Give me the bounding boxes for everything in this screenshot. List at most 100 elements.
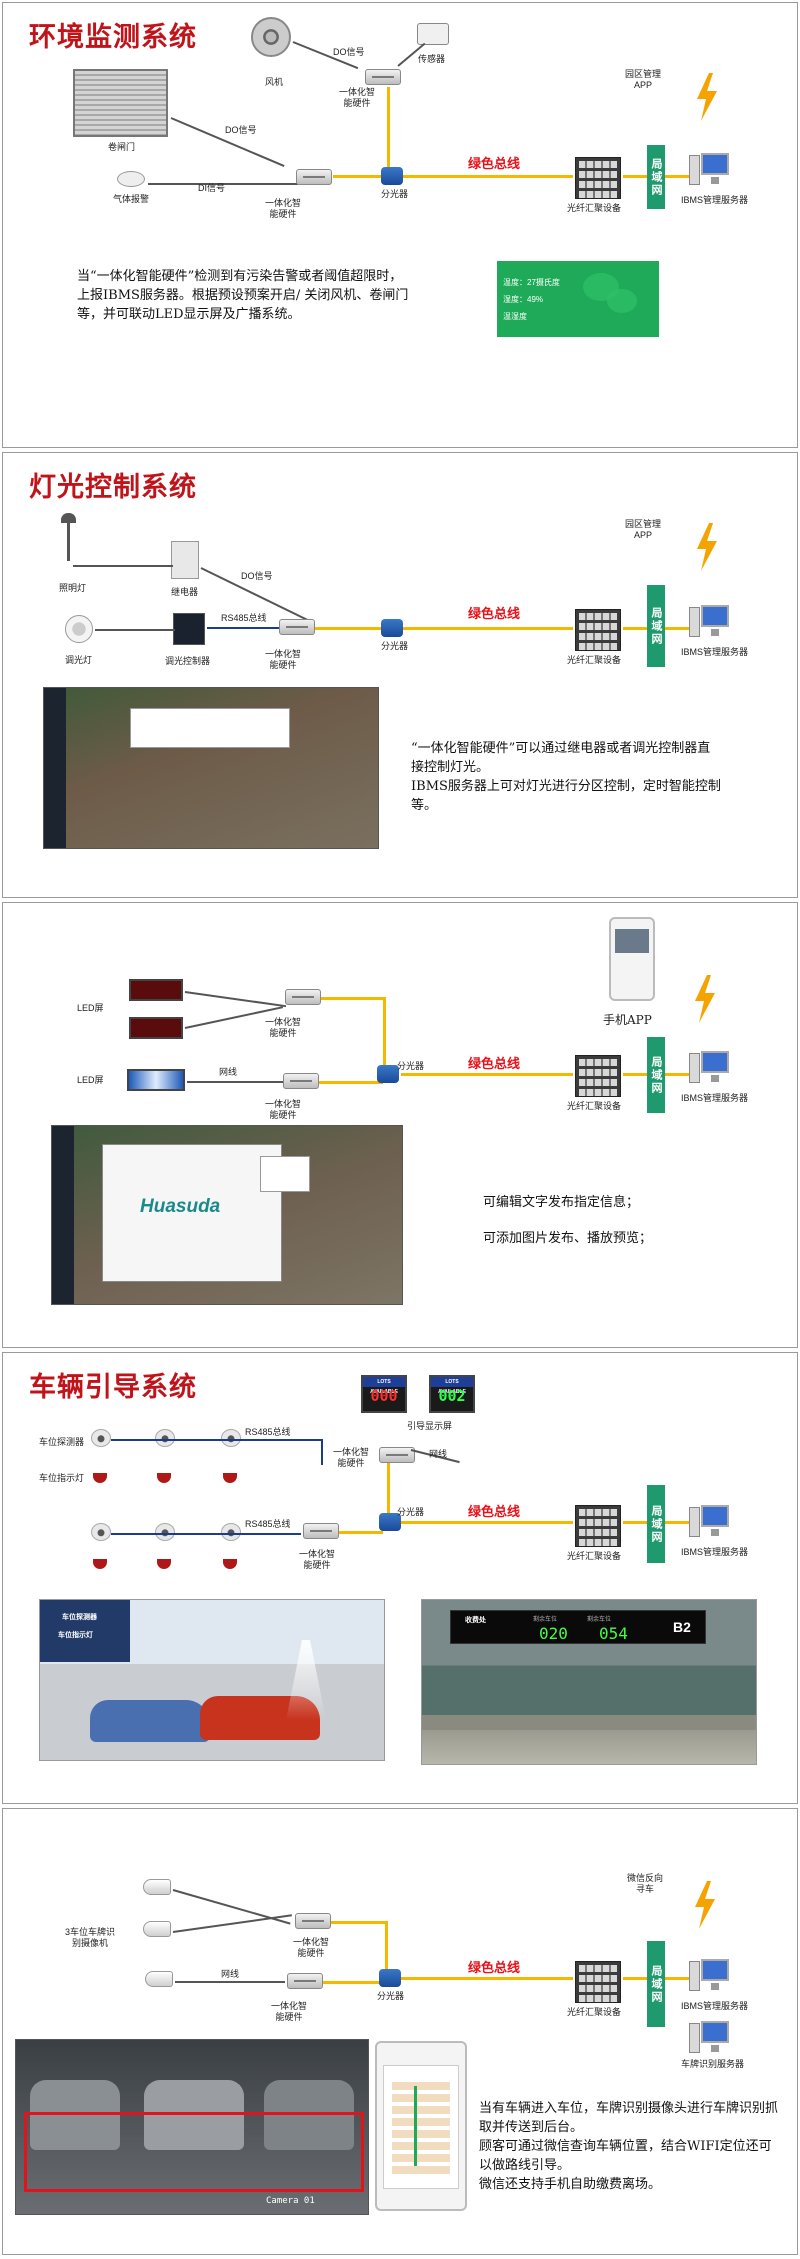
fan-icon: [251, 17, 291, 57]
dimmer-ctrl-label: 调光控制器: [165, 656, 211, 666]
lpr-camera-icon: [145, 1971, 173, 1987]
splitter-icon: [379, 1969, 401, 1987]
hub-device: [365, 69, 401, 85]
firewall-icon: 局域网: [647, 1485, 665, 1563]
board-label: 收费处: [465, 1617, 486, 1624]
camera-photo: Camera 01: [15, 2039, 369, 2215]
led-label-2: LED屏: [77, 1075, 104, 1085]
do-label-1: DO信号: [333, 47, 365, 57]
lightning-icon: [695, 975, 715, 1023]
guide-screen-label: 引导显示屏: [407, 1421, 453, 1431]
description: “一体化智能硬件”可以通过继电器或者调光控制器直接控制灯光。 IBMS服务器上可…: [411, 741, 721, 813]
wire-gas: [148, 183, 298, 185]
bus-riser: [385, 1921, 388, 1973]
section-title: 灯光控制系统: [29, 472, 197, 503]
board-value: 054: [599, 1624, 628, 1643]
bus-line: [403, 175, 573, 178]
indicator-label: 车位指示灯: [39, 1473, 85, 1483]
bus-riser: [387, 87, 390, 171]
message-line: 温湿度: [503, 312, 527, 321]
lpr-server-label: 车牌识别服务器: [681, 2059, 745, 2069]
bus-line: [665, 1977, 689, 1980]
indicator-icon: [223, 1473, 237, 1483]
wire: [184, 991, 287, 1008]
aggregator-label: 光纤汇聚设备: [567, 203, 622, 213]
software-screenshot: [43, 687, 379, 849]
board-label: 剩余车位: [587, 1617, 612, 1623]
bus-riser: [383, 997, 386, 1067]
phone-icon: [375, 2041, 467, 2211]
wire: [95, 629, 175, 631]
splitter-icon: [381, 619, 403, 637]
hub-label: 一体化智 能硬件: [333, 1447, 370, 1468]
indicator-icon: [223, 1559, 237, 1569]
message-line: 湿度：49%: [503, 295, 544, 304]
netline-label: 网线: [221, 1969, 240, 1979]
description-1: 可编辑文字发布指定信息；: [483, 1195, 640, 1210]
splitter-icon: [377, 1065, 399, 1083]
wire: [175, 1981, 285, 1983]
detection-box: [24, 2112, 364, 2192]
board-level: B2: [673, 1619, 691, 1635]
scene-label: 车位指示灯: [58, 1632, 93, 1639]
bus-label: 绿色总线: [468, 156, 521, 171]
aggregator-icon: [575, 1505, 621, 1547]
section-title: 车辆引导系统: [29, 1372, 197, 1403]
sign-header: LOTS AVAILABLE: [431, 1377, 473, 1395]
relay-icon: [171, 541, 199, 579]
bus-line: [401, 1977, 573, 1980]
app-label: 园区管理 APP: [625, 519, 662, 540]
bus-line: [623, 1977, 647, 1980]
firewall-icon: 局域网: [647, 585, 665, 667]
firewall-icon: 局域网: [647, 1037, 665, 1113]
section-title: 环境监测系统: [29, 22, 197, 53]
scene-label: 车位探测器: [62, 1614, 97, 1621]
bus-line: [623, 175, 647, 178]
hub-label: 一体化智 能硬件: [265, 1099, 302, 1120]
indicator-icon: [157, 1473, 171, 1483]
splitter-icon: [381, 167, 403, 185]
bus-line: [401, 1073, 573, 1076]
phone-app-label: 手机APP: [603, 1013, 652, 1027]
wire: [172, 1914, 292, 1933]
aggregator-icon: [575, 609, 621, 651]
bus-line: [319, 1081, 383, 1084]
bus-line: [623, 1521, 647, 1524]
fan-label: 风机: [265, 77, 284, 87]
description: 当有车辆进入车位，车牌识别摄像头进行车牌识别抓取并传送到后台。 顾客可通过微信查…: [479, 2101, 779, 2192]
firewall-icon: 局域网: [647, 1941, 665, 2027]
do-label: DO信号: [241, 571, 273, 581]
firewall-icon: 局域网: [647, 145, 665, 209]
app-label: 园区管理 APP: [625, 69, 662, 90]
shutter-icon: [73, 69, 168, 137]
guide-sign: LOTS AVAILABLE 000: [361, 1375, 407, 1413]
netline-label: 网线: [429, 1449, 448, 1459]
bus-line: [339, 1531, 383, 1534]
di-label: DI信号: [198, 183, 226, 193]
hub-label: 一体化智 能硬件: [339, 87, 376, 108]
bus-line: [665, 627, 689, 630]
hub-device: [295, 1913, 331, 1929]
bus-line: [331, 1921, 387, 1924]
bus-line: [315, 627, 383, 630]
splitter-label: 分光器: [381, 641, 409, 651]
bus-line: [623, 627, 647, 630]
hub-label: 一体化智 能硬件: [265, 649, 302, 670]
sign-value: 002: [438, 1387, 466, 1405]
splitter-label: 分光器: [397, 1061, 425, 1071]
splitter-icon: [379, 1513, 401, 1531]
sign-value: 000: [370, 1387, 398, 1405]
bus-label: 绿色总线: [468, 1960, 521, 1975]
splitter-label: 分光器: [397, 1507, 425, 1517]
sensor-icon: [417, 23, 449, 45]
bus-label: 绿色总线: [468, 1056, 521, 1071]
bus-line: [623, 1073, 647, 1076]
led-screen-icon: [129, 1017, 183, 1039]
wechat-icon: [607, 289, 637, 313]
bus-riser: [387, 1463, 390, 1513]
lamp-icon: [67, 521, 70, 561]
indicator-icon: [157, 1559, 171, 1569]
detector-icon: [221, 1523, 241, 1541]
lpr-camera-icon: [143, 1921, 171, 1937]
server-label: IBMS管理服务器: [681, 647, 749, 657]
